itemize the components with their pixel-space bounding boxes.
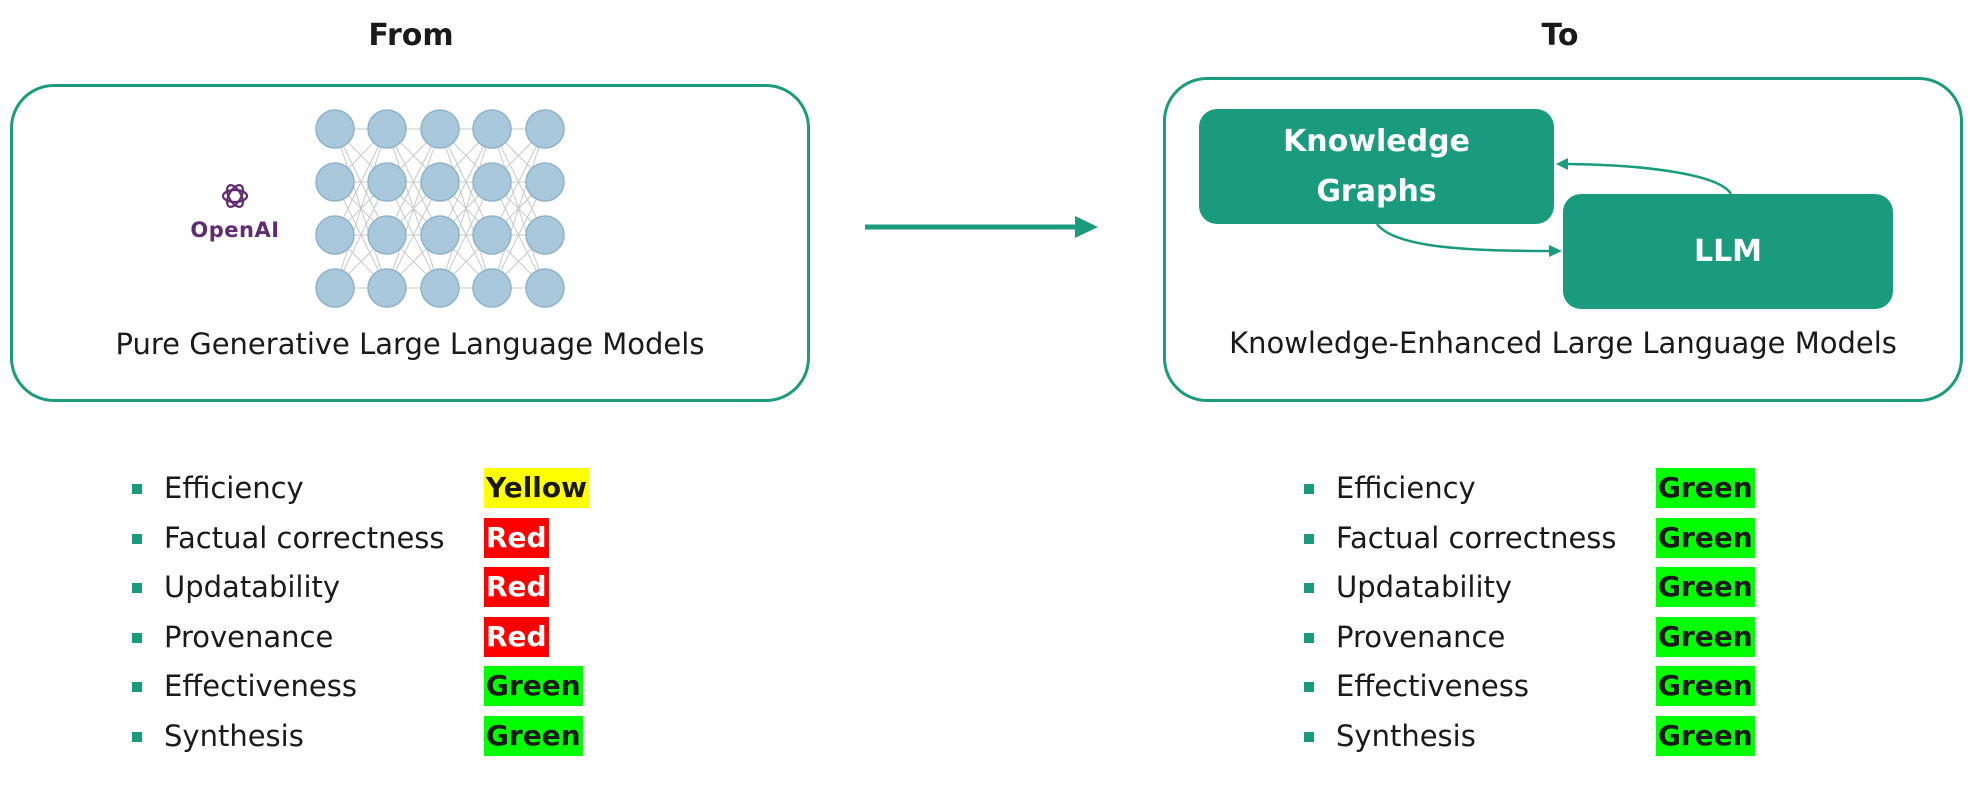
rating-badge: Red — [484, 567, 549, 607]
knowledge-graphs-block: Knowledge Graphs — [1199, 109, 1554, 224]
from-caption: Pure Generative Large Language Models — [115, 327, 705, 361]
nn-neuron — [525, 268, 565, 308]
llm-label: LLM — [1693, 233, 1763, 269]
neural-network-graphic — [315, 109, 565, 308]
nn-connection — [386, 128, 441, 236]
criterion-label: Provenance — [164, 619, 334, 654]
nn-neuron — [472, 162, 512, 202]
criterion-label: Updatability — [164, 570, 341, 604]
criterion-row: Effectiveness Green — [1304, 664, 1804, 714]
bullet-icon — [132, 583, 142, 593]
knowledge-graphs-label: Knowledge Graphs — [1283, 124, 1470, 209]
rating-badge: Yellow — [484, 468, 589, 508]
nn-neuron — [367, 215, 407, 255]
rating-badge: Green — [1656, 666, 1755, 706]
nn-connection — [491, 181, 546, 289]
rating-badge: Green — [1656, 715, 1755, 756]
nn-neuron — [472, 268, 512, 308]
nn-connection — [491, 128, 546, 289]
openai-label: OpenAI — [190, 218, 280, 242]
criterion-row: Effectiveness Green — [132, 664, 632, 714]
criterion-label: Synthesis — [1336, 718, 1476, 753]
openai-icon — [221, 184, 249, 208]
nn-neuron — [315, 268, 355, 308]
criterion-label: Efficiency — [1336, 471, 1476, 505]
rating-badge: Red — [484, 616, 549, 657]
nn-connection — [491, 128, 546, 236]
bullet-icon — [1304, 533, 1314, 544]
nn-neuron — [315, 215, 355, 255]
nn-neuron — [525, 109, 565, 149]
nn-neuron — [420, 268, 460, 308]
nn-neuron — [525, 162, 565, 202]
criterion-label: Synthesis — [164, 718, 304, 753]
nn-connection — [386, 181, 441, 289]
rating-badge: Green — [484, 715, 583, 756]
nn-neuron — [472, 215, 512, 255]
rating-badge: Green — [1656, 567, 1755, 607]
rating-badge: Green — [484, 666, 583, 706]
to-heading: To — [1541, 18, 1579, 53]
rating-badge: Green — [1656, 517, 1755, 558]
criterion-row: Factual correctness Green — [1304, 516, 1804, 566]
criterion-label: Provenance — [1336, 619, 1506, 654]
criterion-row: Provenance Red — [132, 615, 632, 665]
criterion-label: Efficiency — [164, 471, 304, 505]
criterion-row: Efficiency Yellow — [132, 466, 632, 516]
from-box: Pure Generative Large Language Models — [10, 84, 810, 402]
rating-badge: Green — [1656, 616, 1755, 657]
criterion-row: Synthesis Green — [132, 714, 632, 764]
nn-connection — [386, 128, 441, 289]
llm-block: LLM — [1563, 194, 1893, 309]
nn-neuron — [525, 215, 565, 255]
nn-neuron — [367, 268, 407, 308]
bullet-icon — [1304, 484, 1314, 494]
nn-neuron — [420, 109, 460, 149]
criterion-label: Factual correctness — [1336, 520, 1617, 555]
criterion-label: Factual correctness — [164, 520, 445, 555]
criterion-row: Provenance Green — [1304, 615, 1804, 665]
bullet-icon — [1304, 632, 1314, 643]
rating-badge: Red — [484, 517, 549, 558]
nn-neuron — [472, 109, 512, 149]
criterion-row: Updatability Green — [1304, 565, 1804, 615]
bullet-icon — [132, 731, 142, 742]
nn-neuron — [315, 109, 355, 149]
criterion-label: Updatability — [1336, 570, 1513, 604]
nn-neuron — [367, 162, 407, 202]
bullet-icon — [1304, 583, 1314, 593]
criterion-row: Updatability Red — [132, 565, 632, 615]
openai-logo: OpenAI — [185, 180, 285, 242]
criterion-row: Synthesis Green — [1304, 714, 1804, 764]
bullet-icon — [132, 484, 142, 494]
criterion-row: Factual correctness Red — [132, 516, 632, 566]
bullet-icon — [1304, 682, 1314, 692]
bullet-icon — [1304, 731, 1314, 742]
criterion-row: Efficiency Green — [1304, 466, 1804, 516]
from-heading: From — [368, 18, 454, 53]
nn-neuron — [315, 162, 355, 202]
rating-badge: Green — [1656, 468, 1755, 508]
nn-connection — [334, 128, 388, 289]
nn-neuron — [367, 109, 407, 149]
bullet-icon — [132, 533, 142, 544]
nn-neuron — [420, 215, 460, 255]
nn-connection — [439, 128, 493, 289]
to-caption: Knowledge-Enhanced Large Language Models — [1229, 326, 1897, 360]
nn-neuron — [420, 162, 460, 202]
criterion-label: Effectiveness — [1336, 669, 1529, 703]
criterion-label: Effectiveness — [164, 669, 357, 703]
bullet-icon — [132, 682, 142, 692]
bullet-icon — [132, 632, 142, 643]
